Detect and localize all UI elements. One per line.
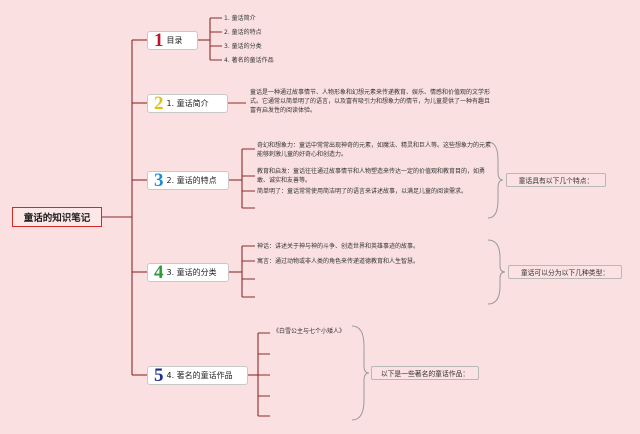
section-number-5: 5 xyxy=(154,365,164,386)
work-item[interactable]: 《白雪公主与七个小矮人》 xyxy=(273,328,346,335)
section-label-features: 2. 童话的特点 xyxy=(166,176,217,185)
categories-summary[interactable]: 童话可以分为以下几种类型： xyxy=(508,265,622,279)
section-node-works[interactable]: 5 4. 著名的童话作品 xyxy=(147,366,248,385)
feature-item[interactable]: 教育和启发：童话往往通过故事情节和人物塑造来传达一定的价值观和教育目的，如勇敢、… xyxy=(257,168,486,184)
section-label-categories: 3. 童话的分类 xyxy=(166,268,217,277)
section-number-2: 2 xyxy=(154,93,164,114)
section-node-features[interactable]: 3 2. 童话的特点 xyxy=(147,171,229,190)
works-summary[interactable]: 以下是一些著名的童话作品： xyxy=(371,366,479,380)
works-bracket xyxy=(351,325,370,421)
toc-item[interactable]: 4. 著名的童话作品 xyxy=(224,57,274,64)
toc-item[interactable]: 2. 童话的特点 xyxy=(224,29,262,36)
category-item[interactable]: 寓言：通过动物或非人类的角色来传递道德教育和人生智慧。 xyxy=(257,258,420,265)
section-label-works: 4. 著名的童话作品 xyxy=(166,371,233,380)
toc-item[interactable]: 3. 童话的分类 xyxy=(224,43,262,50)
intro-text[interactable]: 童话是一种通过故事情节、人物形象和幻想元素来传递教育、娱乐、情感和价值观的文学形… xyxy=(250,89,491,114)
root-topic[interactable]: 童话的知识笔记 xyxy=(12,207,102,227)
category-item[interactable]: 神话：讲述关于神与神的斗争、创造世界和英雄事迹的故事。 xyxy=(257,243,420,250)
categories-bracket xyxy=(487,239,506,305)
features-summary[interactable]: 童话具有以下几个特点： xyxy=(506,173,606,187)
section-label-intro: 1. 童话简介 xyxy=(166,99,209,108)
section-node-categories[interactable]: 4 3. 童话的分类 xyxy=(147,263,229,282)
section-label-toc: 目录 xyxy=(166,36,183,45)
section-node-intro[interactable]: 2 1. 童话简介 xyxy=(147,94,228,113)
section-number-4: 4 xyxy=(154,262,164,283)
feature-item[interactable]: 简单明了：童话常常使用简洁明了的语言来讲述故事，以满足儿童的阅读需求。 xyxy=(257,188,468,195)
toc-item[interactable]: 1. 童话简介 xyxy=(224,15,256,22)
section-node-toc[interactable]: 1 目录 xyxy=(147,31,198,50)
section-number-1: 1 xyxy=(154,30,164,51)
features-bracket xyxy=(487,141,504,219)
section-number-3: 3 xyxy=(154,170,164,191)
feature-item[interactable]: 奇幻和想象力：童话中常常出现神奇的元素，如魔法、精灵和巨人等。这些想象力的元素能… xyxy=(257,142,492,158)
